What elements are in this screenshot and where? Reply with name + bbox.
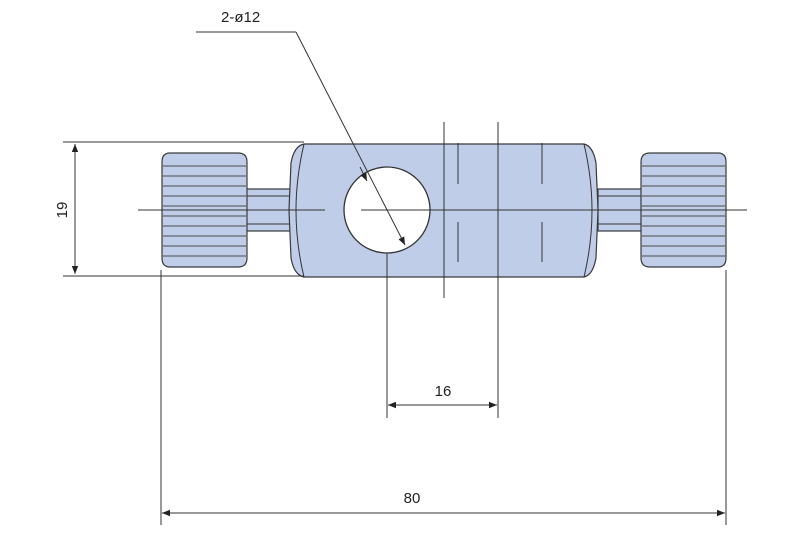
hole-callout: 2-ø12 [196,9,406,246]
overall-length-dimension: 80 [160,270,727,525]
height-dimension-label: 19 [54,202,71,219]
hole-spacing-dimension: 16 [386,253,499,418]
overall-length-label: 80 [404,490,421,507]
center-lines [138,122,747,298]
height-dimension: 19 [54,141,304,277]
hole-spacing-label: 16 [435,383,452,400]
hole-callout-label: 2-ø12 [221,9,260,26]
